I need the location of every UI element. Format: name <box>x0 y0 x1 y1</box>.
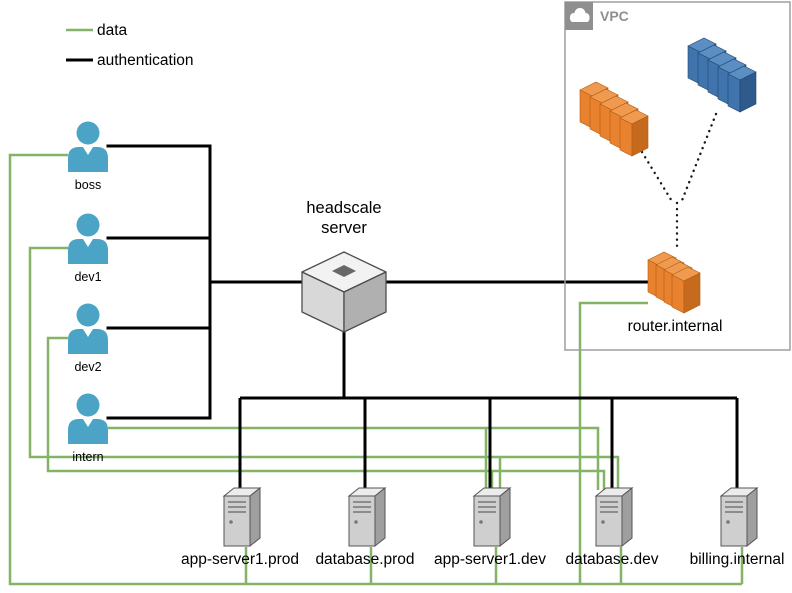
auth-link-headscale-to-servers <box>238 330 739 490</box>
auth-lines <box>106 144 739 490</box>
router-icon <box>647 251 701 314</box>
auth-link-users <box>106 144 212 420</box>
user-label-intern: intern <box>72 450 103 464</box>
server-icon-app-server1-dev <box>473 487 511 547</box>
headscale-label-line1: headscale <box>306 199 381 217</box>
server-icon-billing-internal <box>720 487 758 547</box>
servers: app-server1.prod database.prod app-serve… <box>181 487 785 568</box>
data-link-intern <box>108 426 600 490</box>
server-icon-database-prod <box>348 487 386 547</box>
user-label-boss: boss <box>75 178 101 192</box>
user-icon-dev2 <box>68 303 108 354</box>
data-lines <box>8 153 744 586</box>
server-label-database-dev: database.dev <box>565 551 658 568</box>
cloud-icon <box>570 8 590 22</box>
router-label: router.internal <box>628 318 723 335</box>
headscale-label-line2: server <box>321 219 367 237</box>
data-link-dev2 <box>46 336 606 490</box>
server-label-database-prod: database.prod <box>315 551 414 568</box>
data-link-router <box>578 301 648 584</box>
legend-data-label: data <box>97 22 128 39</box>
vpc-box: VPC <box>564 1 791 351</box>
instance-stack-blue-icon <box>687 37 757 113</box>
legend-auth-label: authentication <box>97 52 194 69</box>
user-label-dev2: dev2 <box>74 360 101 374</box>
server-label-app-server1-prod: app-server1.prod <box>181 551 299 568</box>
data-link-dev1 <box>28 246 620 490</box>
instance-stack-orange-icon <box>579 81 649 157</box>
user-label-dev1: dev1 <box>74 270 101 284</box>
users: boss dev1 dev2 intern <box>68 121 108 464</box>
server-icon-app-server1-prod <box>223 487 261 547</box>
user-icon-dev1 <box>68 213 108 264</box>
user-icon-intern <box>68 393 108 444</box>
vpc-dotted-links <box>640 112 718 252</box>
headscale-cube-icon <box>301 251 387 333</box>
legend: data authentication <box>66 22 194 69</box>
server-label-billing-internal: billing.internal <box>690 551 785 568</box>
vpc-label: VPC <box>600 8 629 24</box>
server-label-app-server1-dev: app-server1.dev <box>434 551 546 568</box>
server-icon-database-dev <box>595 487 633 547</box>
user-icon-boss <box>68 121 108 172</box>
data-link-boss <box>8 153 744 586</box>
